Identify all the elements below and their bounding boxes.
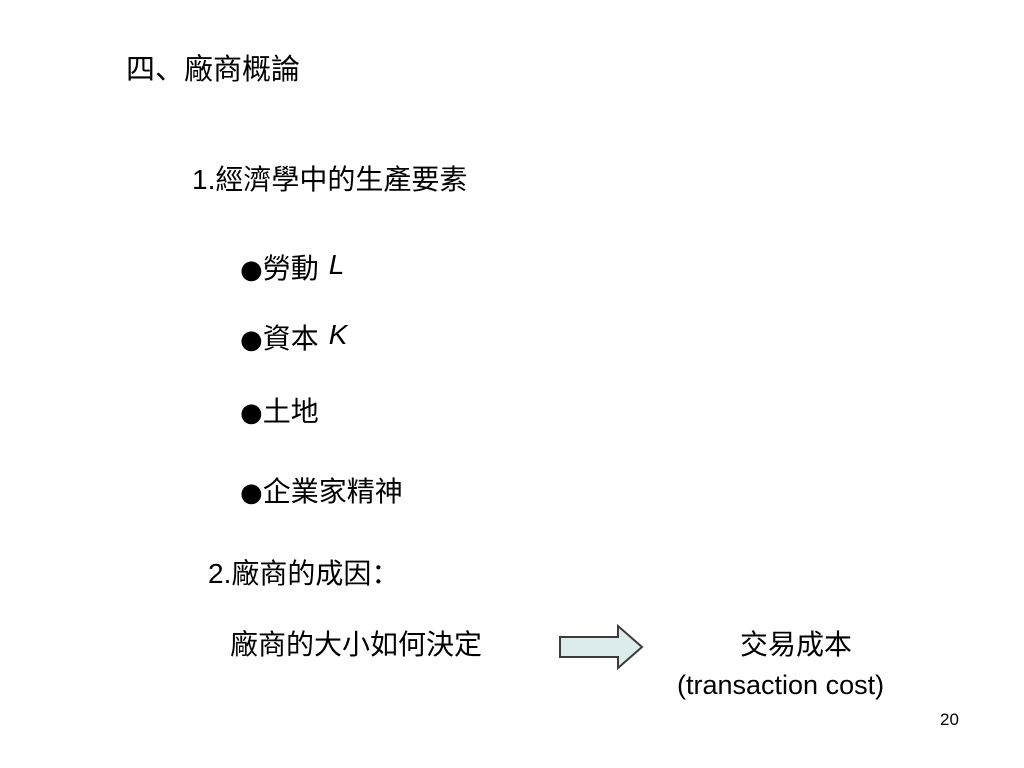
section-2-number: 2. bbox=[208, 558, 232, 589]
right-arrow-icon bbox=[559, 624, 644, 670]
answer-english: (transaction cost) bbox=[677, 670, 885, 700]
answer-chinese: 交易成本 bbox=[740, 628, 853, 661]
section-1-heading: 1.經濟學中的生產要素 bbox=[192, 166, 467, 194]
factor-label: 土地 bbox=[262, 395, 319, 428]
factor-symbol: K bbox=[328, 319, 348, 350]
bullet-dot-icon: ● bbox=[240, 255, 263, 285]
section-2-heading: 2.廠商的成因： bbox=[208, 560, 399, 588]
factor-label: 企業家精神 bbox=[262, 475, 403, 508]
section-2-title: 廠商的成因： bbox=[231, 557, 400, 590]
section-1-title: 經濟學中的生產要素 bbox=[215, 163, 468, 196]
factor-item-capital: ●資本 K bbox=[240, 321, 347, 355]
slide-title: 四、廠商概論 bbox=[126, 52, 301, 86]
page-number: 20 bbox=[940, 710, 959, 729]
section-1-number: 1. bbox=[192, 164, 216, 195]
factor-label: 勞動 bbox=[262, 252, 319, 285]
firm-size-question: 廠商的大小如何決定 bbox=[230, 628, 483, 661]
factor-label: 資本 bbox=[262, 322, 319, 355]
bullet-dot-icon: ● bbox=[240, 325, 263, 355]
factor-item-land: ●土地 bbox=[240, 395, 319, 428]
bullet-dot-icon: ● bbox=[240, 478, 263, 508]
bullet-dot-icon: ● bbox=[240, 398, 263, 428]
factor-item-labor: ●勞動 L bbox=[240, 251, 344, 285]
factor-symbol: L bbox=[328, 249, 345, 280]
factor-item-entrepreneurship: ●企業家精神 bbox=[240, 475, 403, 508]
